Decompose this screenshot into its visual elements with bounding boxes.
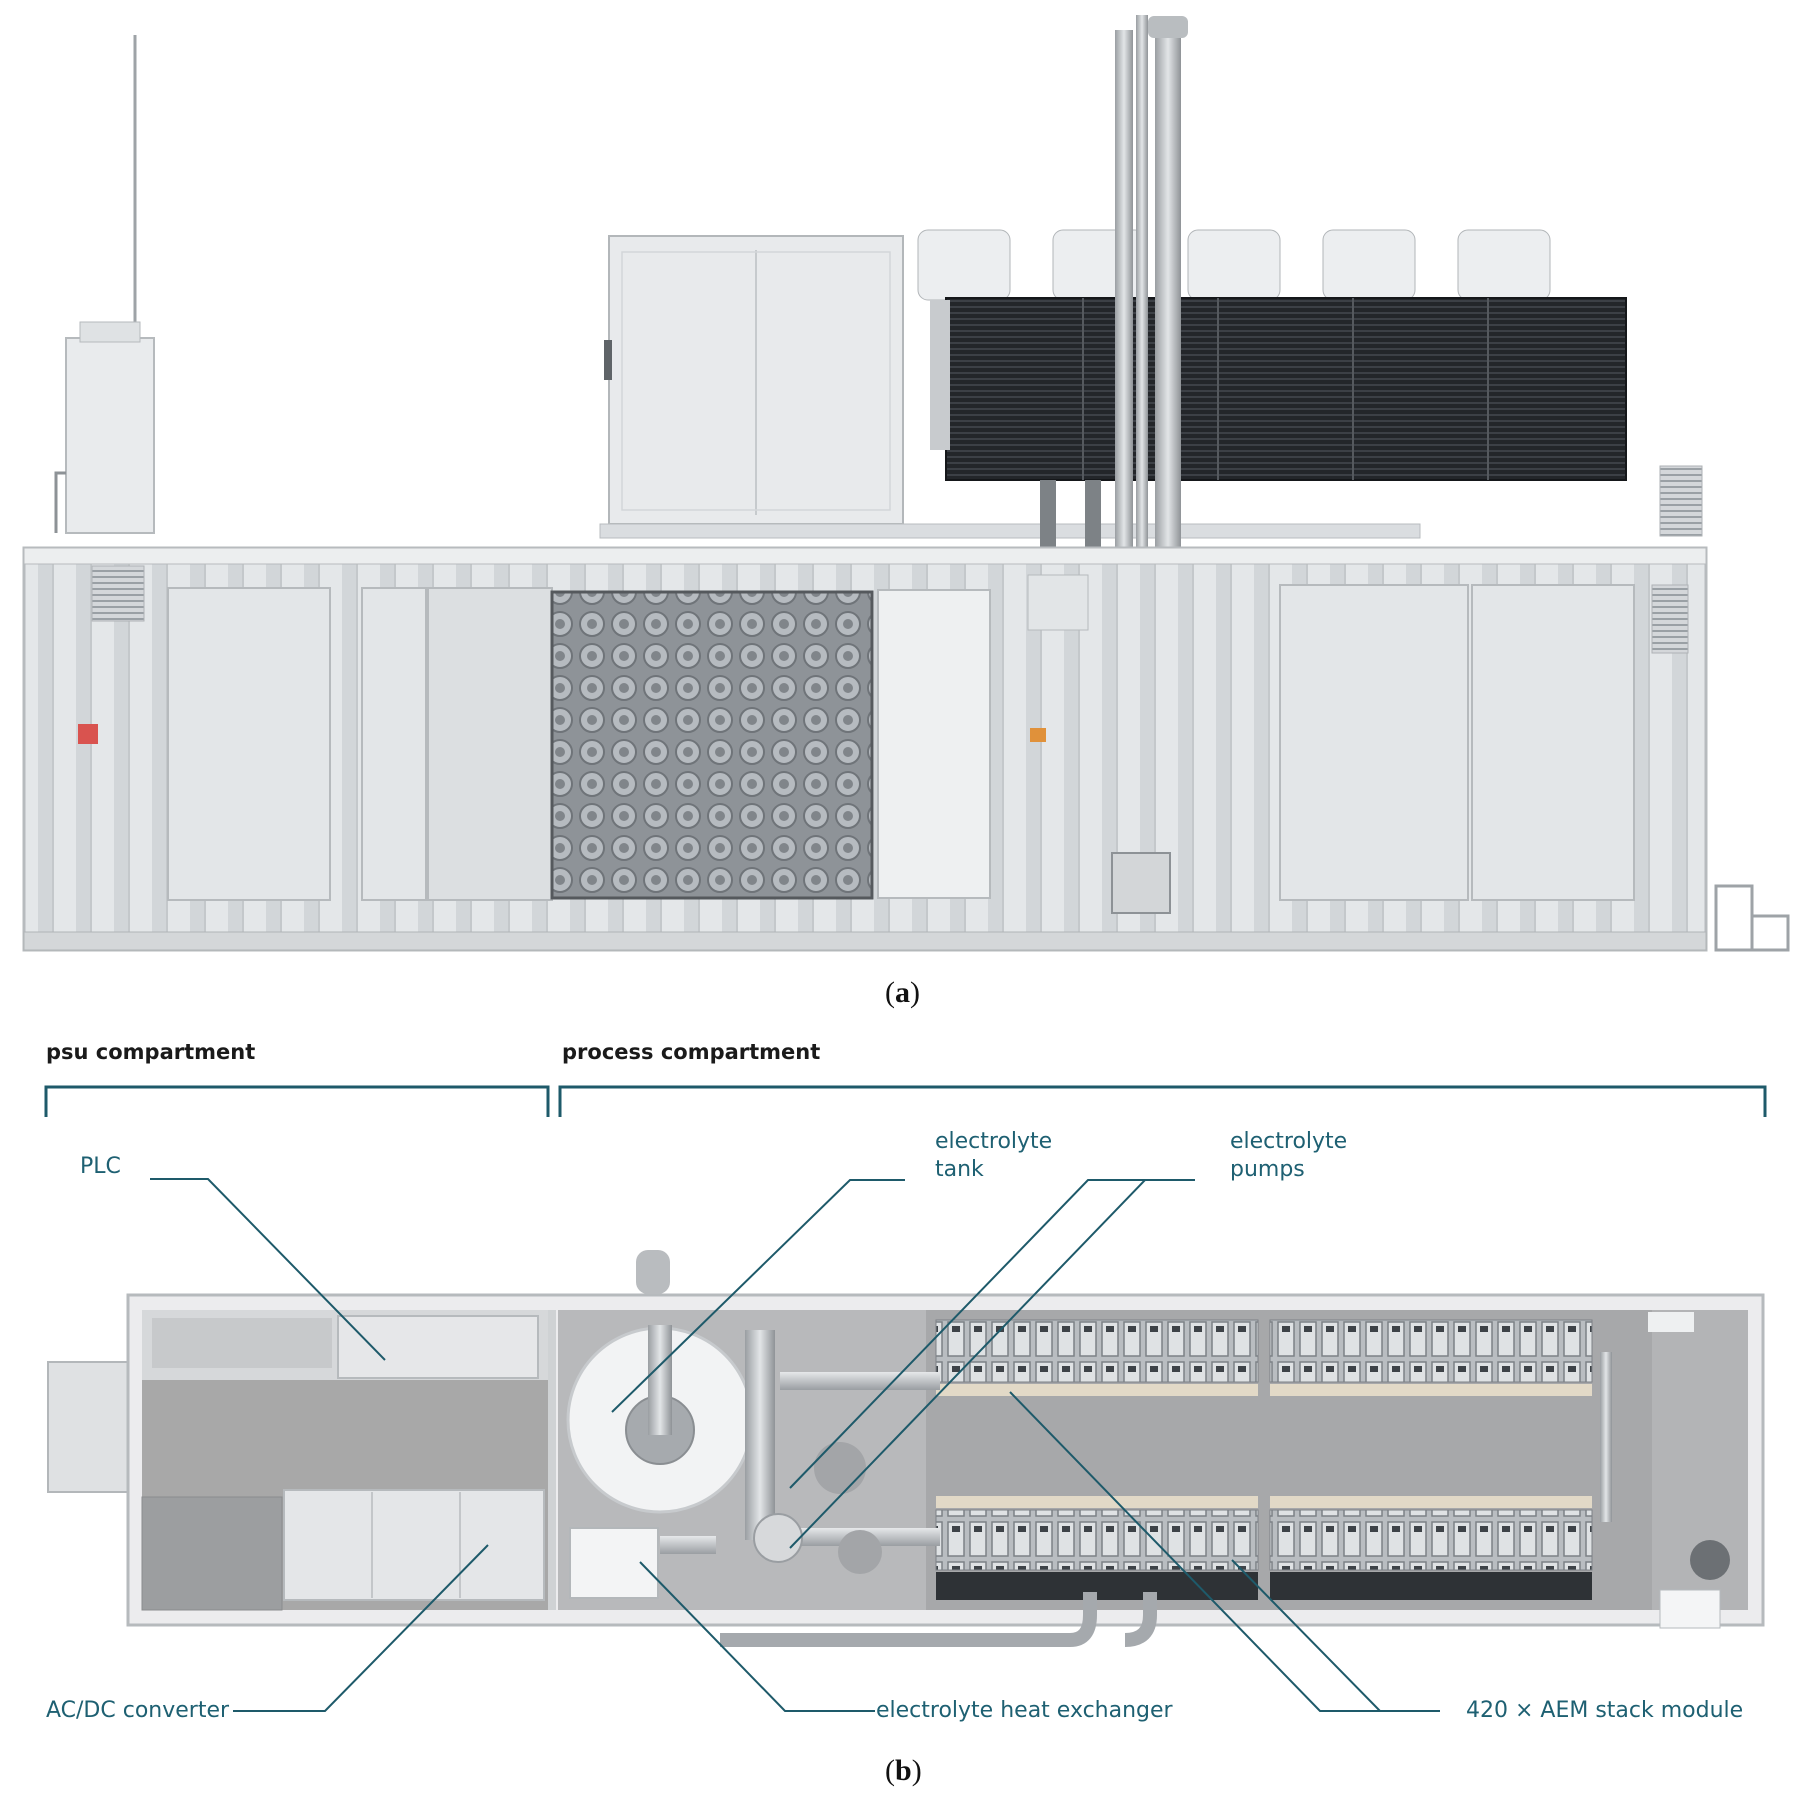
label-heat-exchanger: electrolyte heat exchanger — [876, 1698, 1173, 1723]
panel-a-container-illustration — [22, 15, 1790, 952]
caption-b: (b) — [885, 1754, 922, 1787]
process-compartment-bracket — [558, 1085, 1767, 1117]
leader-plc — [150, 1178, 386, 1361]
leader-acdc-converter — [233, 1544, 489, 1712]
label-electrolyte-tank: electrolyte tank — [935, 1128, 1052, 1184]
panel-b-top-view-illustration — [47, 1250, 1765, 1647]
caption-a-letter: a — [895, 976, 910, 1009]
leader-heat-exchanger — [639, 1561, 875, 1712]
label-plc: PLC — [80, 1154, 121, 1179]
psu-compartment-heading: psu compartment — [46, 1040, 256, 1064]
leader-lines — [150, 1178, 1440, 1712]
psu-compartment-bracket — [44, 1085, 550, 1117]
compartment-brackets — [44, 1085, 1767, 1117]
label-electrolyte-pumps: electrolyte pumps — [1230, 1128, 1347, 1184]
label-acdc-converter: AC/DC converter — [46, 1698, 230, 1723]
process-compartment-heading: process compartment — [562, 1040, 821, 1064]
leader-electrolyte-tank — [611, 1179, 905, 1413]
label-stack-module: 420 × AEM stack module — [1466, 1698, 1744, 1723]
caption-a: (a) — [885, 976, 920, 1009]
label-electrolyte-tank-line2: tank — [935, 1157, 984, 1182]
leader-stack-b — [1231, 1559, 1440, 1712]
label-electrolyte-tank-line1: electrolyte — [935, 1129, 1053, 1154]
caption-b-letter: b — [895, 1754, 912, 1787]
label-electrolyte-pumps-line2: pumps — [1230, 1157, 1305, 1182]
dry-cooler — [917, 229, 1627, 548]
label-electrolyte-pumps-line1: electrolyte — [1230, 1129, 1348, 1154]
leader-electrolyte-pumps-b — [789, 1179, 1195, 1549]
